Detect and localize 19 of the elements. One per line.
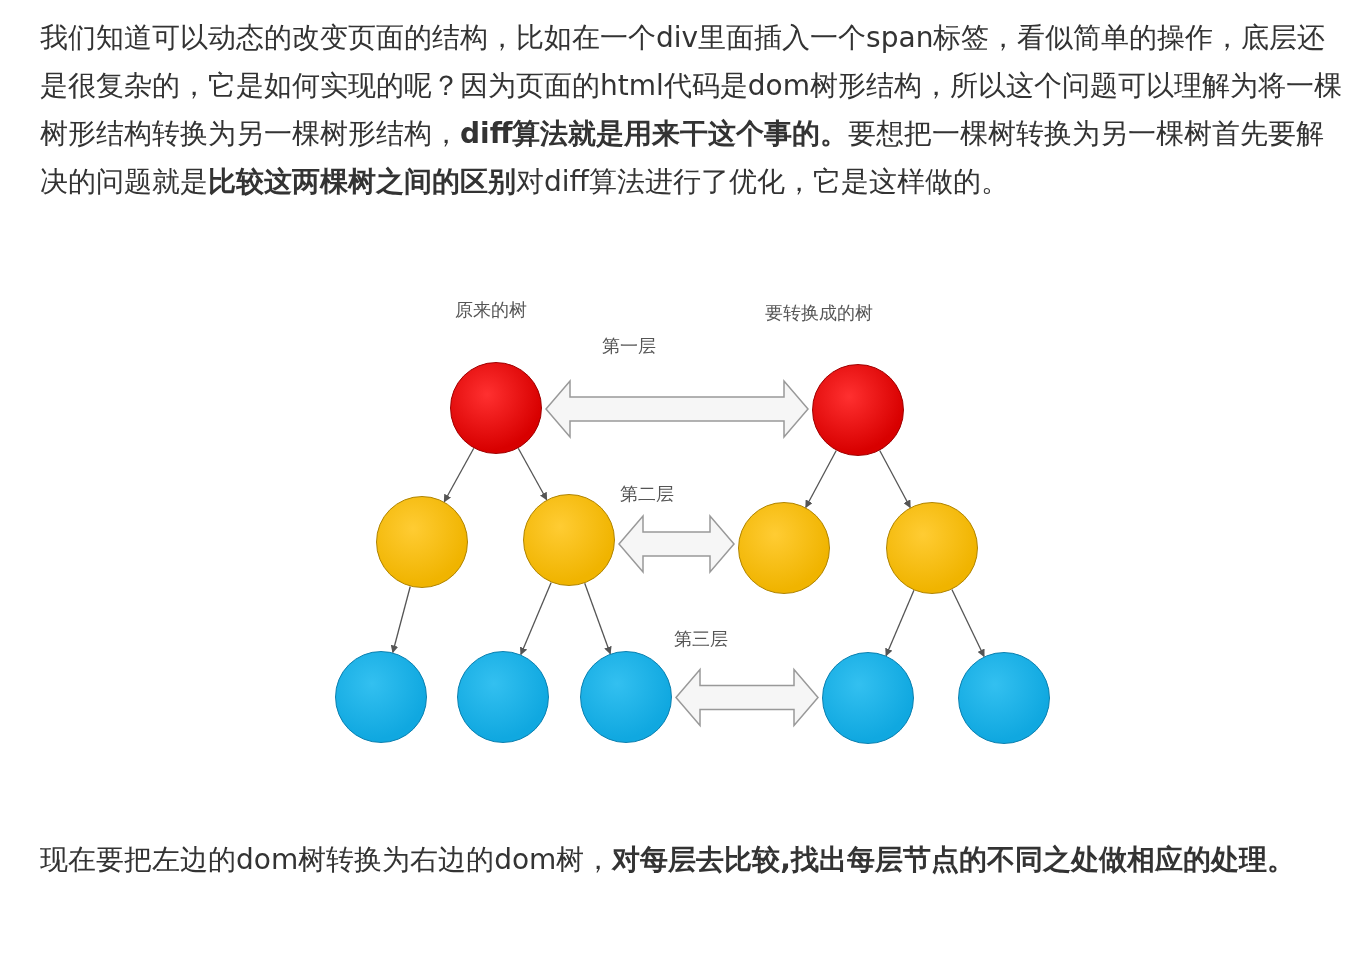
tree-caption: 要转换成的树 (765, 301, 873, 325)
arrow (879, 449, 911, 509)
arrow (517, 447, 548, 501)
arrow (519, 581, 552, 656)
arrow (584, 582, 612, 655)
paragraph: 现在要把左边的dom树转换为右边的dom树，对每层去比较,找出每层节点的不同之处做相应的处理。 (40, 842, 1296, 878)
arrow (805, 449, 837, 509)
arrow (885, 589, 915, 657)
double-arrow (545, 378, 809, 440)
level-label: 第一层 (602, 334, 656, 358)
level-label: 第二层 (620, 482, 674, 506)
double-arrow (618, 513, 735, 575)
arrow (951, 588, 985, 658)
arrow (443, 447, 475, 503)
paragraph: 我们知道可以动态的改变页面的结构，比如在一个div里面插入一个span标签，看似简单的操作，底层还是很复杂的，它是如何实现的呢？因为页面的html代码是dom树形结构，所以这个问题可以理解为将一棵树形结构转换为另一棵树形结构，diff算法就是用来干这个事的。要想把一棵树转换为另一棵树首先要解决的问题就是比较这两棵树之间的区别对diff算法进行了优化，它是这样做的。 (40, 20, 1343, 200)
double-arrow (675, 667, 819, 728)
arrow (390, 585, 411, 654)
tree-caption: 原来的树 (455, 298, 527, 322)
level-label: 第三层 (674, 627, 728, 651)
